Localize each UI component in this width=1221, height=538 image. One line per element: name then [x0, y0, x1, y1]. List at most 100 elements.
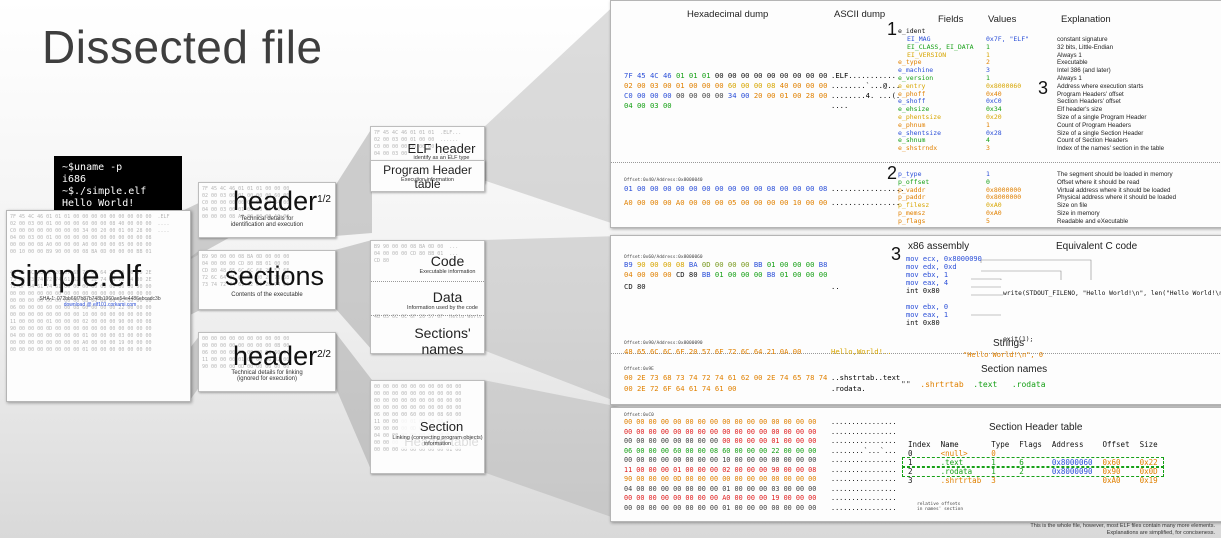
sections-title: sections [225, 261, 325, 291]
faint-hex-dump: 7F 45 4C 46 01 01 01 .ELF... 02 00 03 00… [374, 130, 462, 157]
cell-offset: 0x90 [1102, 467, 1121, 476]
marker-3: 3 [1038, 78, 1049, 98]
field-name: e_phoff [898, 89, 926, 98]
cell-address: 0x8000090 [1051, 467, 1093, 476]
cell-size: 0x0D [1139, 467, 1158, 476]
c-code-title: Equivalent C code [1056, 241, 1138, 252]
sht-page: 00 00 00 00 00 00 00 00 00 00 00 00 00 0… [370, 380, 485, 474]
names-ascii-row: ..shstrtab..text [831, 373, 901, 382]
footer-line: Explanations are simplified, for concise… [1106, 530, 1215, 536]
terminal-line: ~$./simple.elf [62, 186, 147, 197]
header1-label: header [233, 186, 318, 216]
pht-page: Program Header table Execution informati… [370, 160, 485, 192]
field-value: 1 [986, 42, 990, 51]
pht-field-name: p_flags [898, 216, 926, 225]
file-hash: SHA-1: 072bb66f7b87b748b1960ae54e4486ebc… [20, 296, 180, 308]
pht-hex-row: A0 00 00 00 A0 00 00 00 05 00 00 00 00 1… [624, 198, 828, 207]
ascii-row: .ELF........... [831, 71, 896, 80]
strings-value: "Hello World!\n", 0 [963, 351, 1044, 359]
table-header-row: Index Name Type Flags Address Offset Siz… [903, 440, 1163, 449]
faint-hex-dump: B9 90 00 00 08 BA 0D 00 00 00 04 00 00 0… [202, 254, 290, 288]
pht-field-value: 0xA0 [986, 209, 1002, 217]
cell-flags [1014, 476, 1047, 485]
header2-sup: 2/2 [317, 349, 331, 360]
pht-hex-row: 01 00 00 00 00 00 00 00 00 00 00 08 00 0… [624, 184, 828, 193]
column-header: Name [940, 440, 959, 449]
field-value: 3 [986, 144, 990, 153]
header1-sup: 1/2 [317, 194, 331, 205]
c-write-call: write(STDOUT_FILENO, "Hello World!\n", l… [1003, 290, 1221, 297]
marker-3: 3 [891, 244, 902, 264]
divider [371, 281, 484, 282]
sht-hex-dump: 00 00 00 00 00 00 00 00 00 00 00 00 00 0… [624, 418, 817, 512]
data-hex-row: 48 65 6C 6C 6F 20 57 6F 72 6C 64 21 0A 0… [624, 347, 802, 356]
column-header: Type [991, 440, 1010, 449]
pht-field-value: 0 [986, 177, 990, 186]
field-name: e_shoff [898, 97, 926, 106]
download-link[interactable]: download @ elf101.corkami.com [63, 302, 137, 308]
pht-subtitle: Execution information [401, 177, 454, 183]
page-title: Dissected file [42, 21, 323, 73]
cell-index: 1 [908, 458, 913, 467]
code-hex-row: 04 00 00 00 CD 80 BB 01 00 00 00 B8 01 0… [624, 270, 828, 279]
pht-field-name: p_type [898, 170, 922, 178]
field-name: e_entry [898, 81, 926, 90]
code-ascii-row: .. [831, 282, 840, 291]
cell-name: .shrtrtab [940, 476, 982, 485]
cell-type: 1 [991, 458, 996, 467]
field-name: e_shnum [898, 136, 926, 145]
column-header: Address [1051, 440, 1084, 449]
field-name: e_machine [898, 66, 934, 75]
field-explanation: Size of a single Program Header [1057, 114, 1147, 121]
cell-offset: 0xA0 [1102, 476, 1121, 485]
sht-offset: Offset:0xC0 [624, 413, 654, 418]
elf-header-detail-panel: Hexadecimal dump ASCII dump Fields Value… [610, 0, 1221, 228]
names-offset: Offset:0x9E [624, 367, 654, 372]
field-explanation: Always 1 [1057, 75, 1082, 82]
field-value: 0x34 [986, 105, 1002, 114]
pht-field-value: 0x8000000 [986, 185, 1022, 194]
pht-field-value: 0xA0 [986, 201, 1002, 210]
ascii-row: ........`...@... [831, 81, 901, 90]
divider [611, 162, 1221, 163]
field-explanation: Elf header's size [1057, 106, 1103, 114]
sections-page: B9 90 00 00 08 BA 0D 00 00 00 04 00 00 0… [198, 250, 336, 310]
field-value: 2 [986, 58, 990, 67]
pht-field-explanation: The segment should be loaded in memory [1057, 171, 1173, 178]
section-names-list: "" .shrtrtab .text .rodata [901, 380, 1046, 390]
terminal-output: ~$uname -p i686 ~$./simple.elf Hello Wor… [54, 156, 182, 218]
header2-subtitle: Technical details for linking (ignored f… [231, 370, 303, 382]
pht-field-explanation: Size in memory [1057, 210, 1100, 217]
names-hex-row: 00 2E 72 6F 64 61 74 61 00 [624, 384, 737, 393]
field-name: e_ehsize [898, 105, 930, 114]
sht-subtitle: Linking (connecting program objects) inf… [391, 435, 484, 447]
divider [611, 353, 1221, 354]
sht-detail-panel: Offset:0xC0 00 00 00 00 00 00 00 00 00 0… [610, 407, 1221, 522]
cell-index: 0 [908, 449, 913, 458]
field-value: 0x7F, "ELF" [986, 35, 1030, 43]
strings-title: Strings [993, 338, 1025, 349]
marker-1: 1 [887, 19, 898, 39]
faint-hex-dump: B9 90 00 00 08 BA 0D 00 ... 04 00 00 00 … [374, 244, 481, 320]
hex-row: 02 00 03 00 01 00 00 00 60 00 00 08 40 0… [624, 81, 828, 90]
pht-field-value: 0x8000000 [986, 193, 1022, 202]
field-value: 0x40 [986, 89, 1002, 98]
field-explanation: Address where execution starts [1057, 82, 1144, 90]
field-name: e_phnum [898, 120, 926, 129]
column-header: Flags [1019, 440, 1042, 449]
terminal-line: i686 [62, 174, 87, 185]
pht-field-explanation: Readable and eXecutable [1057, 217, 1129, 225]
asm-line: mov eax, 1 [906, 311, 949, 319]
pht-field-explanation: Size on file [1057, 202, 1088, 210]
pht-title: Program Header table [383, 163, 472, 191]
field-name: e_type [898, 58, 922, 67]
asm-line: int 0x80 [906, 319, 940, 327]
cell-address [1047, 476, 1098, 485]
column-header: Index [908, 440, 931, 449]
data-ascii-row: Hello,World!.. [831, 347, 892, 356]
pht-field-value: 5 [986, 216, 990, 225]
cell-size: 0x22 [1139, 458, 1158, 467]
